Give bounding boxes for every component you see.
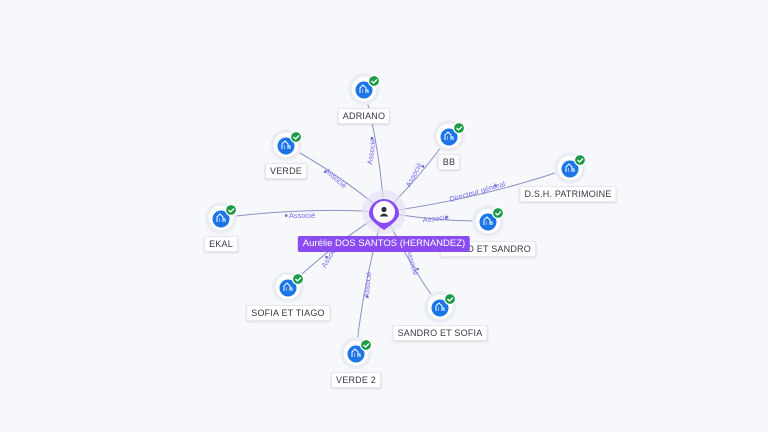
company-nodes: [205, 73, 587, 369]
company-label-sandro-sofia[interactable]: SANDRO ET SOFIA: [392, 325, 488, 341]
edge-arrow-verde2: [365, 295, 369, 298]
edge-arrow-sofia-tiago: [325, 255, 328, 259]
edge-label-adriano: Associé: [365, 138, 378, 165]
company-icon: [355, 81, 373, 99]
company-node-adriano[interactable]: [348, 73, 381, 105]
company-label-sofia-tiago[interactable]: SOFIA ET TIAGO: [246, 305, 330, 321]
company-node-sandro-sofia[interactable]: [424, 291, 457, 323]
edge-label-tiago-sandro: Associé: [422, 213, 449, 225]
edge-arrow-ekal: [284, 214, 288, 217]
edge-label-ekal: Associé: [289, 211, 315, 220]
edge-dsh: [383, 167, 571, 213]
company-label-verde[interactable]: VERDE: [264, 163, 308, 179]
company-node-sofia-tiago[interactable]: [272, 271, 305, 303]
person-node[interactable]: [362, 190, 406, 234]
edge-label-verde: Associé: [323, 166, 349, 190]
edge-arrow-bb: [421, 165, 425, 168]
company-icon: [440, 128, 458, 146]
company-icon: [277, 137, 295, 155]
verified-check-icon: [573, 153, 587, 167]
edge-arrow-adriano: [370, 136, 374, 140]
verified-check-icon: [224, 203, 238, 217]
company-node-verde[interactable]: [270, 129, 303, 161]
company-icon: [431, 299, 449, 317]
person-icon: [379, 206, 389, 217]
verified-check-icon: [452, 121, 466, 135]
company-node-dsh[interactable]: [554, 152, 587, 184]
company-node-verde2[interactable]: [340, 337, 373, 369]
company-icon: [561, 160, 579, 178]
company-node-bb[interactable]: [433, 120, 466, 152]
person-name-label[interactable]: Aurélie DOS SANTOS (HERNANDEZ): [297, 236, 471, 252]
edge-label-sandro-sofia: Associé: [404, 248, 420, 276]
verified-check-icon: [491, 206, 505, 220]
edge-arrow-dsh: [494, 184, 497, 187]
company-label-verde2[interactable]: VERDE 2: [331, 372, 381, 388]
company-label-bb[interactable]: BB: [437, 154, 461, 170]
edge-arrow-verde: [323, 170, 327, 174]
company-node-ekal[interactable]: [205, 202, 238, 234]
edge-label-dsh: Directeur général: [448, 179, 506, 204]
edge-arrow-tiago-sandro: [445, 216, 448, 219]
verified-check-icon: [289, 130, 303, 144]
company-icon: [347, 345, 365, 363]
company-icon: [212, 210, 230, 228]
edge-arrow-sandro-sofia: [416, 267, 419, 271]
edge-label-verde2: Associé: [362, 271, 374, 298]
edge-label-bb: Associé: [404, 161, 424, 188]
company-label-ekal[interactable]: EKAL: [204, 236, 238, 252]
verified-check-icon: [367, 74, 381, 88]
verified-check-icon: [291, 272, 305, 286]
company-label-dsh[interactable]: D.S.H. PATRIMOINE: [519, 186, 617, 202]
verified-check-icon: [359, 338, 373, 352]
verified-check-icon: [443, 292, 457, 306]
company-label-adriano[interactable]: ADRIANO: [337, 108, 391, 124]
company-node-tiago-sandro[interactable]: [472, 205, 505, 237]
company-icon: [279, 279, 297, 297]
company-icon: [479, 213, 497, 231]
